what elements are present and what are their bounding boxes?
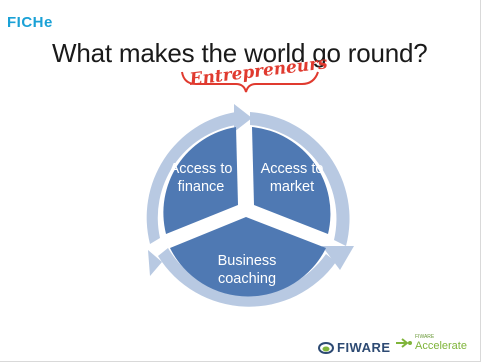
segment-market-line1: Access to <box>260 161 324 177</box>
fiware-logo-text: FIWARE <box>337 340 391 355</box>
accelerator-text: Accelerate <box>415 340 467 352</box>
ring-arc-bottom <box>158 248 336 307</box>
segment-market-label: Access to market <box>256 160 328 196</box>
accelerator-arrow-icon <box>396 338 412 348</box>
segment-coaching-line1: Business <box>217 253 277 269</box>
segment-market-line2: market <box>269 179 315 195</box>
slide-title: What makes the world go round? <box>52 38 428 68</box>
segment-finance-label: Access to finance <box>166 160 236 196</box>
arrow-head-right <box>322 246 354 270</box>
ring-arc-top <box>250 112 350 246</box>
fiware-logo: FIWARE <box>318 340 391 355</box>
cycle-wedges <box>163 127 331 297</box>
arrow-head-left <box>148 250 162 276</box>
cycle-ring <box>146 104 354 307</box>
ring-arc-left <box>146 112 236 244</box>
segment-coaching-label: Business coaching <box>208 252 286 288</box>
segment-finance-line1: Access to <box>169 161 233 177</box>
fiware-swirl-icon <box>318 341 334 354</box>
segment-coaching-line2: coaching <box>217 271 277 287</box>
accelerator-small-text: FIWARE <box>415 334 435 340</box>
arrow-head-top <box>234 104 252 132</box>
accelerator-logo: FIWARE Accelerate <box>395 334 467 352</box>
fiche-logo: FICHe <box>7 14 53 31</box>
wedge-finance <box>163 127 238 234</box>
wedge-coaching <box>170 217 326 297</box>
segment-finance-line2: finance <box>177 179 225 195</box>
wedge-market <box>252 127 331 234</box>
